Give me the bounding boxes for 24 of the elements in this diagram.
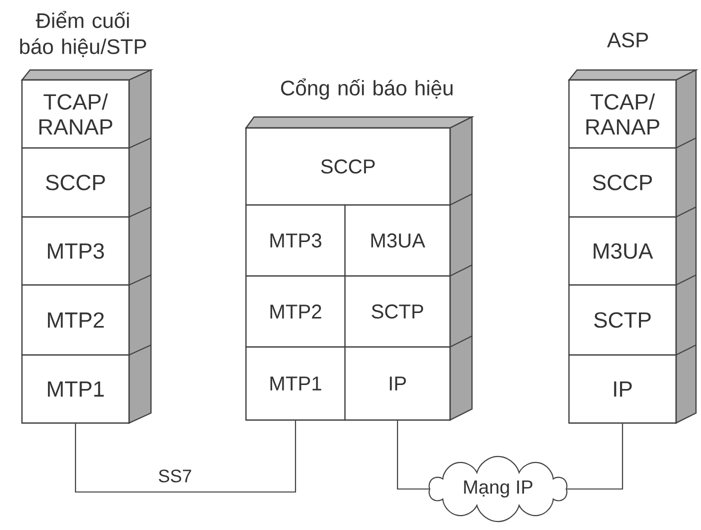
protocol-layer-box: SCCP <box>21 147 130 218</box>
protocol-layer-box: M3UA <box>344 204 451 277</box>
protocol-layer-box: MTP1 <box>21 354 130 424</box>
protocol-layer-box: TCAP/ RANAP <box>568 79 677 149</box>
node-label: Cổng nối báo hiệu <box>281 78 453 100</box>
protocol-layer-box: MTP2 <box>21 284 130 356</box>
protocol-layer-box: TCAP/ RANAP <box>21 79 130 149</box>
protocol-layer-box: M3UA <box>568 216 677 286</box>
protocol-layer-box: MTP2 <box>245 275 346 348</box>
edge-label: SS7 <box>157 468 194 484</box>
connector-line <box>566 424 624 490</box>
protocol-layer-box: MTP1 <box>245 346 346 421</box>
network-cloud: Mạng IP <box>428 456 568 522</box>
node-label: Điểm cuối báo hiệu/STP <box>20 10 146 58</box>
protocol-layer-box: SCCP <box>568 147 677 218</box>
protocol-layer-box: SCTP <box>568 284 677 356</box>
protocol-layer-box: SCTP <box>344 275 451 348</box>
protocol-layer-box: MTP3 <box>21 216 130 286</box>
protocol-layer-box: IP <box>344 346 451 421</box>
connector-line <box>74 420 296 493</box>
connector-line <box>396 420 430 490</box>
node-label: ASP <box>607 32 648 48</box>
protocol-layer-box: IP <box>568 354 677 424</box>
protocol-layer-box: MTP3 <box>245 204 346 277</box>
